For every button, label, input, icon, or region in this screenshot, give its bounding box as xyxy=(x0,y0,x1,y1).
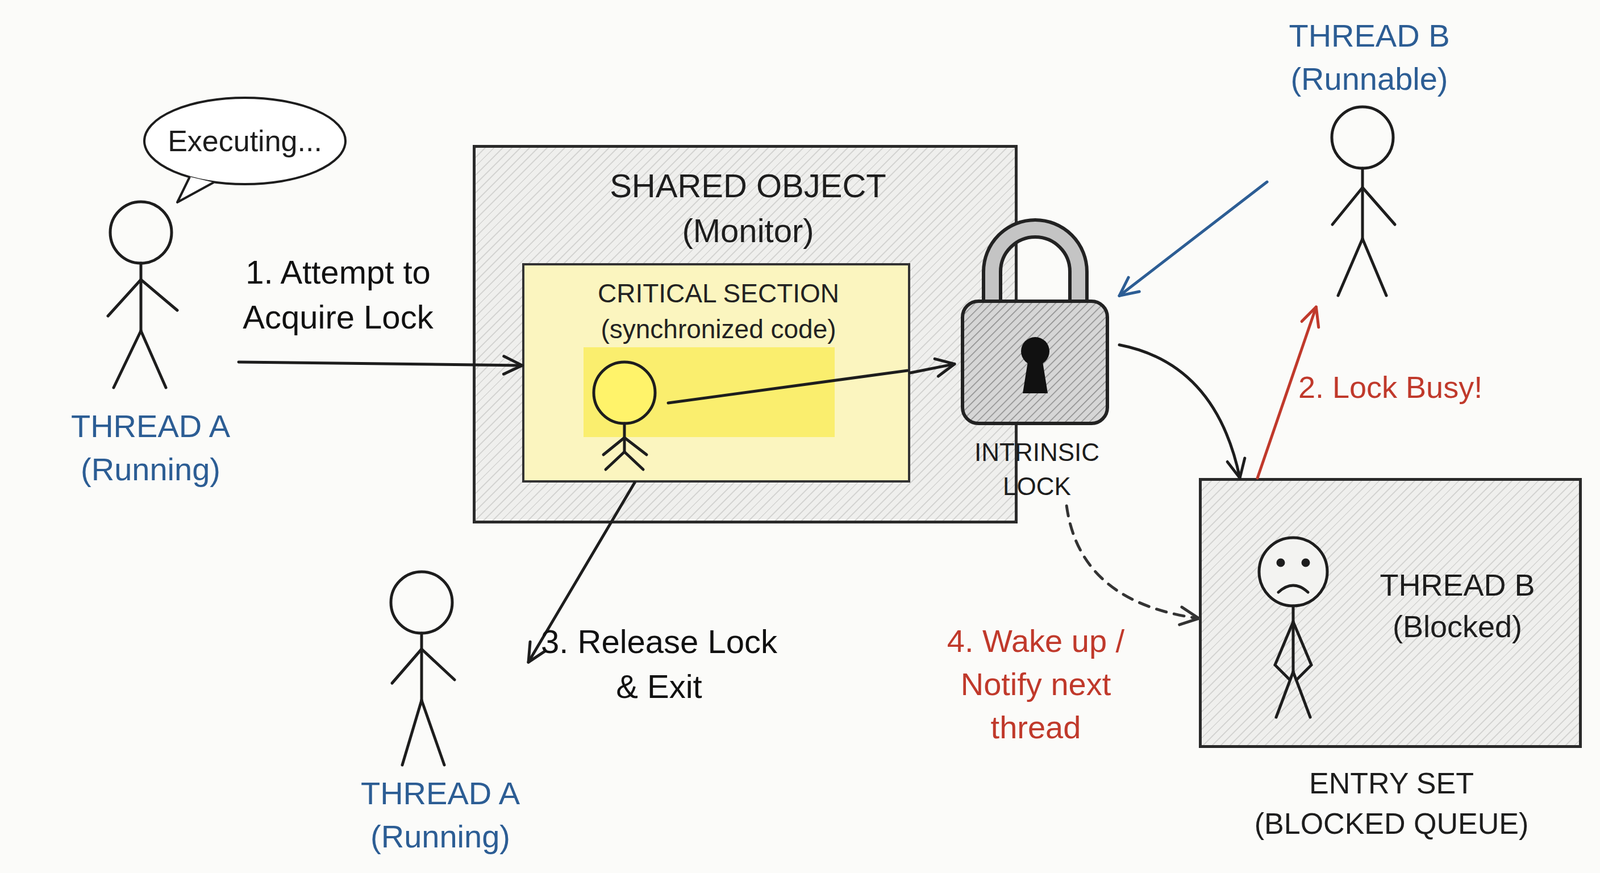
padlock-symbol xyxy=(962,228,1108,424)
arrow-head xyxy=(503,356,523,374)
connector-line xyxy=(1119,344,1240,478)
figure-arm xyxy=(392,648,422,683)
keyhole xyxy=(1021,336,1050,366)
figure-leg xyxy=(140,330,166,388)
thread-figure: THREAD A (Running) xyxy=(62,193,239,500)
arrow-head xyxy=(1119,277,1140,296)
stick-figure xyxy=(390,571,455,765)
figure-arm xyxy=(140,279,178,311)
step-label: 3. Release Lock & Exit xyxy=(536,619,782,710)
figure-leg xyxy=(605,451,625,470)
speech-bubble: Executing... xyxy=(142,95,348,187)
arrow-head xyxy=(1301,306,1319,328)
connector-line xyxy=(1066,505,1199,619)
connector-arrow xyxy=(238,356,523,374)
figure-head xyxy=(593,361,656,424)
node-label: Executing... xyxy=(142,95,348,187)
highlight-band xyxy=(583,347,835,437)
figure-arm xyxy=(1293,621,1312,680)
figure-arm xyxy=(624,437,647,455)
figure-leg xyxy=(1293,671,1311,718)
keyhole xyxy=(1022,357,1048,394)
node-label: INTRINSIC LOCK xyxy=(954,435,1120,504)
lock-shackle xyxy=(992,228,1079,310)
lock-body xyxy=(962,301,1108,424)
figure-body xyxy=(1292,605,1295,672)
stick-figure xyxy=(1331,106,1395,296)
lock-shackle xyxy=(992,228,1079,310)
entry-set-box: ENTRY SET (BLOCKED QUEUE)THREAD B (Block… xyxy=(1198,477,1582,748)
figure-arm xyxy=(1362,187,1395,225)
figure-head xyxy=(390,571,453,633)
stick-figure xyxy=(593,361,656,470)
connector-arrow xyxy=(1119,344,1245,478)
arrow-head xyxy=(934,358,955,377)
figure-leg xyxy=(113,330,141,388)
bubble-tail xyxy=(177,176,214,203)
figure-arm xyxy=(107,279,141,316)
node-label: THREAD A (Running) xyxy=(352,771,529,858)
figure-leg xyxy=(1276,671,1294,718)
figure-body xyxy=(420,632,424,700)
figure-leg xyxy=(421,700,445,765)
figure-body xyxy=(1361,168,1365,239)
node-label: SHARED OBJECT (Monitor) xyxy=(589,163,908,254)
leader-line xyxy=(668,370,908,403)
critical-section-box: CRITICAL SECTION (synchronized code) xyxy=(522,263,911,483)
connector-line xyxy=(1119,181,1268,296)
monitor-box: SHARED OBJECT (Monitor) CRITICAL SECTION … xyxy=(472,144,1018,524)
figure-arm xyxy=(1332,187,1363,225)
blocked-thread: THREAD B (Blocked) xyxy=(1235,514,1572,736)
figure-leg xyxy=(1338,238,1363,296)
figure-body xyxy=(139,263,143,331)
step-label: 1. Attempt to Acquire Lock xyxy=(215,250,461,340)
figure-arm xyxy=(421,648,455,680)
arrow-head xyxy=(1227,457,1245,478)
figure-eye xyxy=(1302,559,1309,566)
sad-mouth xyxy=(1278,585,1308,593)
node-label: THREAD B (Blocked) xyxy=(1363,564,1552,648)
thread-figure: THREAD A (Running) xyxy=(352,642,529,864)
figure-leg xyxy=(624,451,644,470)
figure-leg xyxy=(402,700,422,765)
connector-line xyxy=(910,363,955,373)
connector-arrow xyxy=(910,358,955,377)
connector-line xyxy=(238,361,523,366)
intrinsic-lock: INTRINSIC LOCK xyxy=(954,232,1120,506)
figure-head xyxy=(110,201,172,264)
figure-eye xyxy=(1277,559,1284,566)
stick-figure xyxy=(1259,537,1328,718)
stick-figure xyxy=(107,201,178,388)
figure-arm xyxy=(603,437,625,455)
node-label: THREAD B (Runnable) xyxy=(1267,14,1472,101)
figure-body xyxy=(623,423,627,452)
node-label: THREAD A (Running) xyxy=(62,404,239,491)
figure-arm xyxy=(1275,621,1294,680)
step-label: 4. Wake up / Notify next thread xyxy=(916,619,1156,749)
figure-head xyxy=(1331,106,1394,169)
figure-leg xyxy=(1362,238,1387,296)
connector-arrow xyxy=(1066,505,1199,625)
step-label: 2. Lock Busy! xyxy=(1298,366,1537,408)
thread-figure: THREAD B (Runnable) xyxy=(1267,5,1472,307)
connector-arrow xyxy=(1119,181,1268,296)
node-label: ENTRY SET (BLOCKED QUEUE) xyxy=(1243,763,1540,844)
figure-head xyxy=(1259,537,1328,606)
arrow-head xyxy=(1179,606,1199,625)
node-label: CRITICAL SECTION (synchronized code) xyxy=(551,275,887,347)
